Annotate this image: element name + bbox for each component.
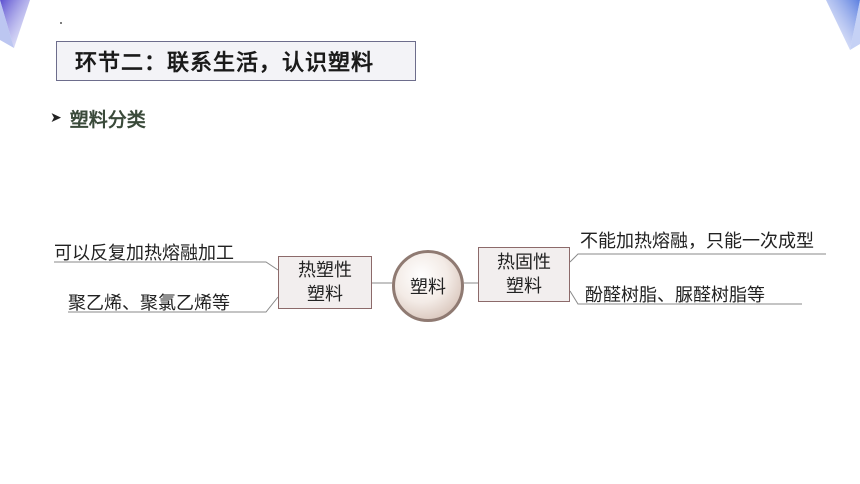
- thermoplastic-property: 可以反复加热熔融加工: [54, 243, 234, 264]
- section-title: 环节二：联系生活，认识塑料: [56, 41, 416, 81]
- thermoset-property: 不能加热熔融，只能一次成型: [580, 231, 814, 252]
- subtitle: ➤ 塑料分类: [50, 105, 146, 131]
- thermoplastic-label-line1: 热塑性: [298, 259, 352, 281]
- arrow-bullet-icon: ➤: [50, 110, 62, 126]
- thermoset-label-line2: 塑料: [506, 275, 542, 297]
- thermoset-examples: 酚醛树脂、脲醛树脂等: [585, 285, 765, 306]
- subtitle-text: 塑料分类: [69, 108, 146, 131]
- corner-decoration-top-left: [0, 0, 30, 48]
- thermoplastic-examples: 聚乙烯、聚氯乙烯等: [68, 293, 230, 314]
- thermoset-box: 热固性 塑料: [478, 247, 570, 302]
- thermoplastic-label-line2: 塑料: [307, 283, 343, 305]
- thermoset-label-line1: 热固性: [497, 251, 551, 273]
- thermoplastic-box: 热塑性 塑料: [278, 256, 372, 309]
- center-node-plastic: 塑料: [392, 250, 464, 322]
- corner-decoration-top-right: [826, 0, 860, 50]
- decorative-dot: [60, 22, 62, 24]
- center-node-label: 塑料: [410, 277, 446, 298]
